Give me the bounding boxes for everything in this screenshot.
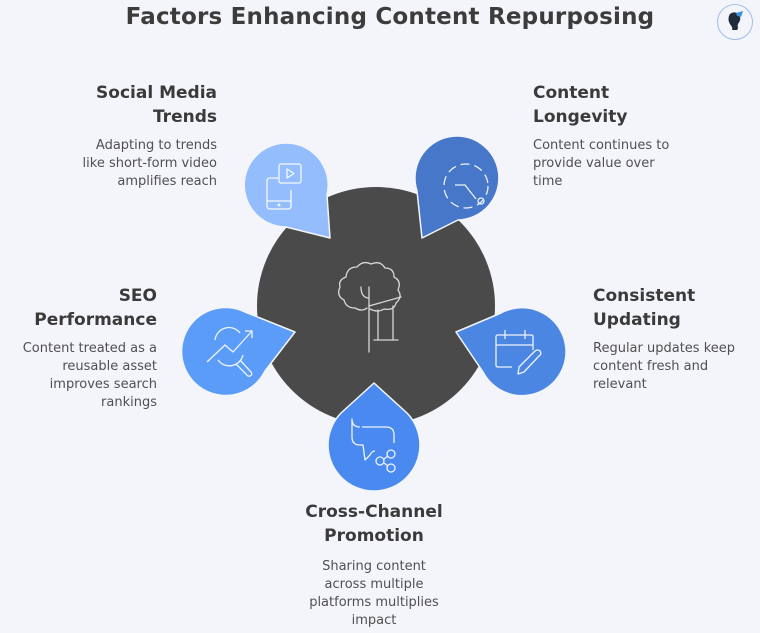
factor-social-media-trends: Social Media Trends Adapting to trends l… [40,81,217,191]
factor-title: Social Media Trends [96,83,217,127]
clock-timer-icon [443,163,489,209]
center-hub [257,187,495,425]
chat-share-icon [351,418,396,473]
factor-title: Consistent Updating [593,286,696,330]
factor-description: Content continues to provide value over … [533,138,670,189]
tree-icon [338,261,402,353]
factor-title: Content Longevity [533,83,628,127]
mobile-video-icon [266,163,302,210]
search-trend-icon [206,326,253,377]
drop-social-media-trends [243,142,331,239]
drop-cross-channel-promotion [327,382,421,492]
factor-description: Sharing content across multiple platform… [309,559,439,628]
drop-content-longevity [414,135,500,239]
factor-description: Regular updates keep content fresh and r… [593,341,736,392]
drop-consistent-updating [455,306,567,397]
factor-seo-performance: SEO Performance Content treated as a reu… [0,284,157,412]
factor-content-longevity: Content Longevity Content continues to p… [533,81,753,191]
calendar-edit-icon [495,330,542,375]
factor-consistent-updating: Consistent Updating Regular updates keep… [593,284,760,394]
factor-title: Cross-Channel Promotion [305,502,443,546]
factor-cross-channel-promotion: Cross-Channel Promotion Sharing content … [264,500,484,630]
avatar-logo [717,4,753,40]
factor-description: Adapting to trends like short-form video… [82,138,217,189]
drop-seo-performance [180,306,296,397]
factor-title: SEO Performance [34,286,157,330]
page-title: Factors Enhancing Content Repurposing [125,4,655,30]
factor-description: Content treated as a reusable asset impr… [22,341,157,410]
avatar-logo-icon [728,11,743,30]
